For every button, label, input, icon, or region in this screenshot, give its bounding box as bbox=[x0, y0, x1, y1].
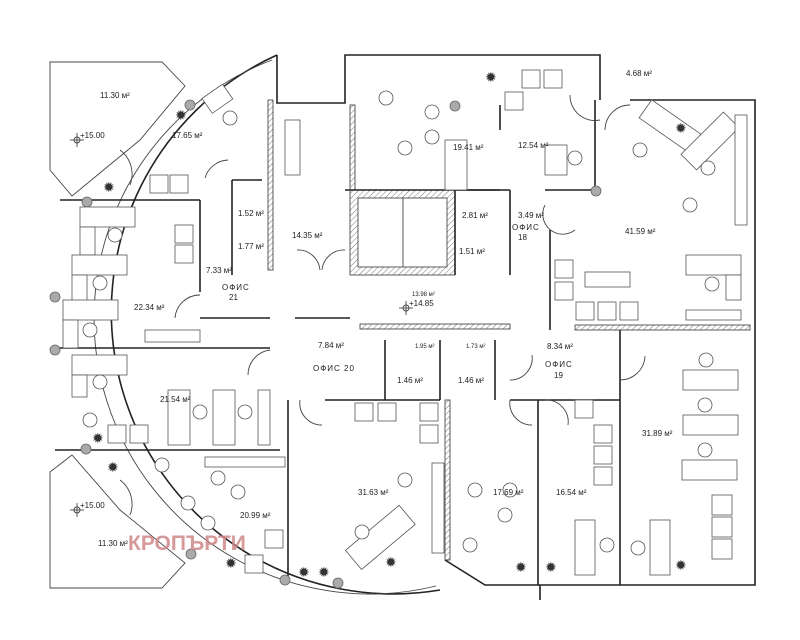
area-label: 2.81 м² bbox=[462, 211, 488, 220]
area-label: 8.34 м² bbox=[547, 342, 573, 351]
office-21-number: 21 bbox=[229, 293, 238, 302]
area-label: 1.95 м² bbox=[415, 344, 434, 350]
level-marker-top: +15.00 bbox=[70, 131, 105, 147]
svg-text:✹: ✹ bbox=[485, 70, 497, 86]
watermark: КРОПЪРТИ bbox=[128, 532, 246, 555]
area-label: 31.63 м² bbox=[358, 488, 389, 497]
office-18-label: ОФИС bbox=[512, 223, 540, 232]
wall bbox=[574, 324, 751, 331]
exterior-walls bbox=[276, 54, 756, 600]
level-marker-bottom: +15.00 bbox=[70, 501, 105, 517]
svg-text:✹: ✹ bbox=[225, 556, 237, 572]
svg-text:✹: ✹ bbox=[675, 121, 687, 137]
area-label: 31.89 м² bbox=[642, 429, 673, 438]
svg-text:✹: ✹ bbox=[545, 560, 557, 576]
plant-icons: ✹✹✹ ✹✹✹ ✹✹✹ ✹✹✹ ✹ bbox=[92, 70, 687, 581]
svg-text:✹: ✹ bbox=[675, 558, 687, 574]
area-labels: 11.30 м² 17.65 м² 1.52 м² 1.77 м² 7.33 м… bbox=[98, 69, 673, 548]
area-label: 1.73 м² bbox=[466, 344, 485, 350]
area-label: 16.54 м² bbox=[556, 488, 587, 497]
area-label: 1.51 м² bbox=[459, 247, 485, 256]
furniture-desks bbox=[62, 83, 748, 576]
svg-text:✹: ✹ bbox=[298, 565, 310, 581]
area-label: 1.77 м² bbox=[238, 242, 264, 251]
balcony-top bbox=[49, 61, 186, 197]
svg-text:✹: ✹ bbox=[318, 565, 330, 581]
office-20-label: ОФИС 20 bbox=[313, 364, 355, 373]
area-label: 3.49 м² bbox=[518, 211, 544, 220]
office-18-number: 18 bbox=[518, 233, 527, 242]
office-19-number: 19 bbox=[554, 371, 563, 380]
svg-text:✹: ✹ bbox=[175, 108, 187, 124]
svg-text:+15.00: +15.00 bbox=[80, 501, 105, 510]
area-label: 13.98 м² bbox=[412, 292, 435, 298]
doors bbox=[119, 94, 646, 516]
area-label: 41.59 м² bbox=[625, 227, 656, 236]
wall bbox=[267, 99, 274, 271]
svg-text:✹: ✹ bbox=[107, 460, 119, 476]
area-label: 11.30 м² bbox=[100, 91, 130, 100]
area-label: 19.41 м² bbox=[453, 143, 484, 152]
area-label: 4.68 м² bbox=[626, 69, 652, 78]
furniture-chairs bbox=[82, 90, 720, 556]
columns bbox=[49, 99, 602, 589]
area-label: 1.52 м² bbox=[238, 209, 264, 218]
area-label: 14.35 м² bbox=[292, 231, 323, 240]
svg-text:+14.85: +14.85 bbox=[409, 299, 434, 308]
area-label: 17.69 м² bbox=[493, 488, 524, 497]
office-19-label: ОФИС bbox=[545, 360, 573, 369]
area-label: 7.84 м² bbox=[318, 341, 344, 350]
svg-text:+15.00: +15.00 bbox=[80, 131, 105, 140]
svg-text:✹: ✹ bbox=[103, 180, 115, 196]
balcony-bottom bbox=[49, 454, 186, 589]
svg-text:✹: ✹ bbox=[92, 431, 104, 447]
area-label: 1.46 м² bbox=[458, 376, 484, 385]
svg-text:✹: ✹ bbox=[385, 555, 397, 571]
wall bbox=[359, 323, 511, 330]
svg-text:✹: ✹ bbox=[515, 560, 527, 576]
wall bbox=[349, 104, 356, 191]
area-label: 7.33 м² bbox=[206, 266, 232, 275]
area-label: 20.99 м² bbox=[240, 511, 271, 520]
area-label: 12.54 м² bbox=[518, 141, 549, 150]
area-label: 11.30 м² bbox=[98, 539, 128, 548]
area-label: 1.46 м² bbox=[397, 376, 423, 385]
area-label: 17.65 м² bbox=[172, 131, 203, 140]
level-marker-corridor: +14.85 bbox=[399, 299, 434, 315]
wall bbox=[444, 399, 451, 561]
area-label: 21.54 м² bbox=[160, 395, 191, 404]
office-21-label: ОФИС bbox=[222, 283, 250, 292]
area-label: 22.34 м² bbox=[134, 303, 165, 312]
furniture-armchairs bbox=[107, 69, 733, 574]
curved-facade bbox=[93, 54, 441, 595]
